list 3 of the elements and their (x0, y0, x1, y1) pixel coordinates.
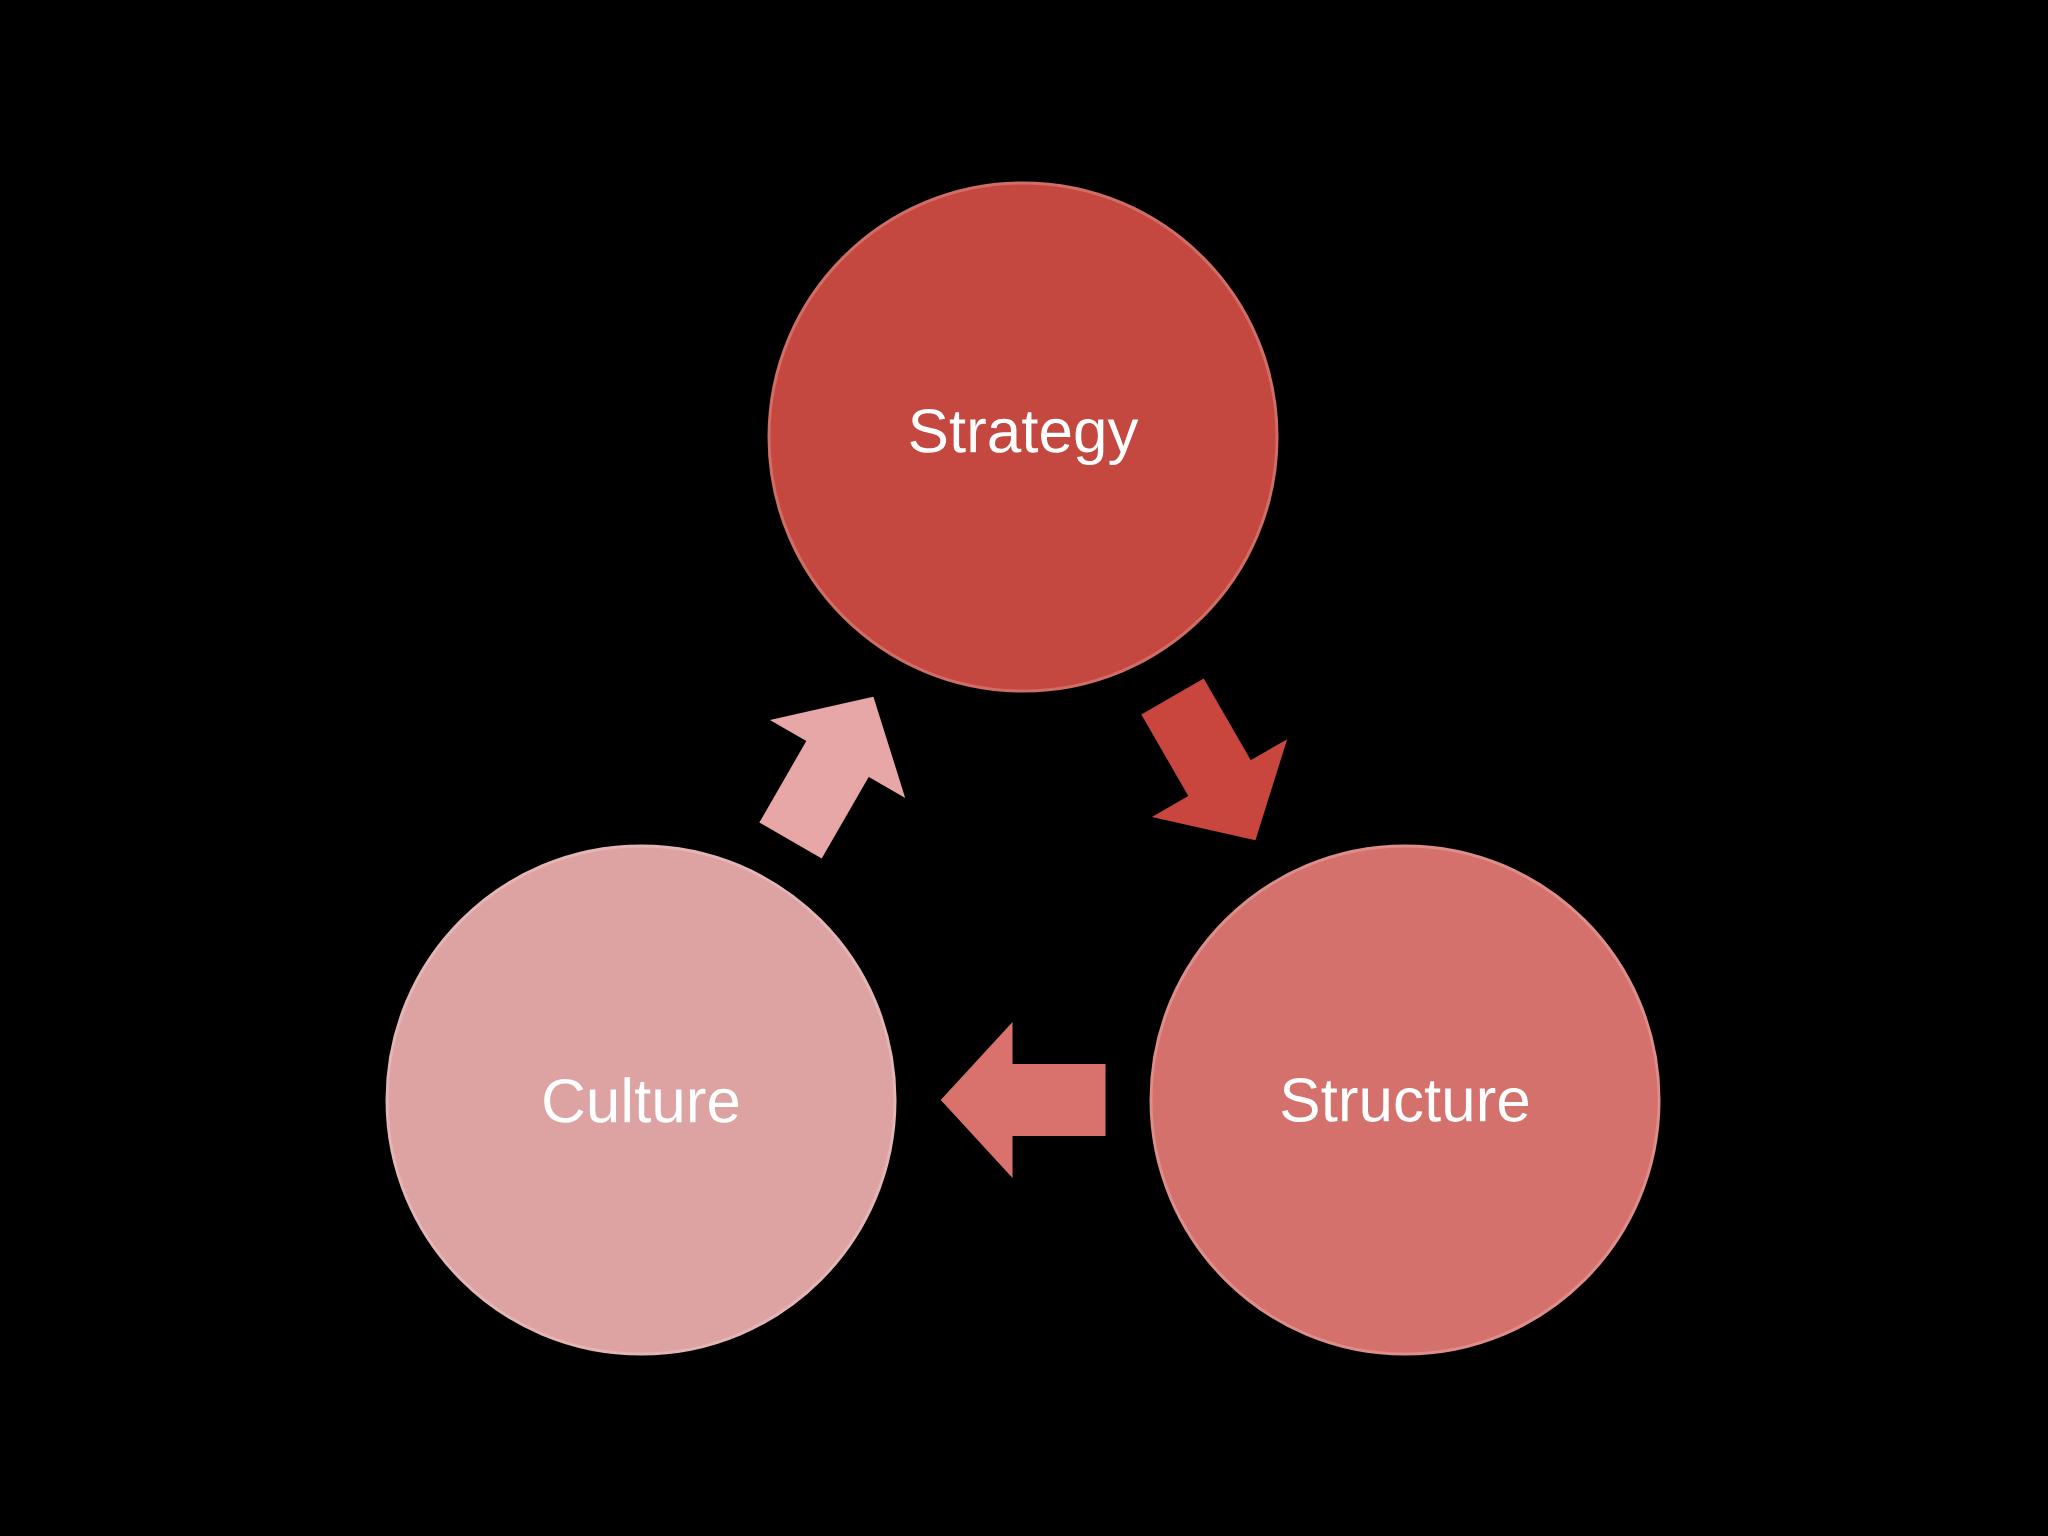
circle-node: Structure (1149, 844, 1661, 1356)
circle-node: Strategy (767, 181, 1279, 693)
circle-node: Culture (385, 844, 897, 1356)
